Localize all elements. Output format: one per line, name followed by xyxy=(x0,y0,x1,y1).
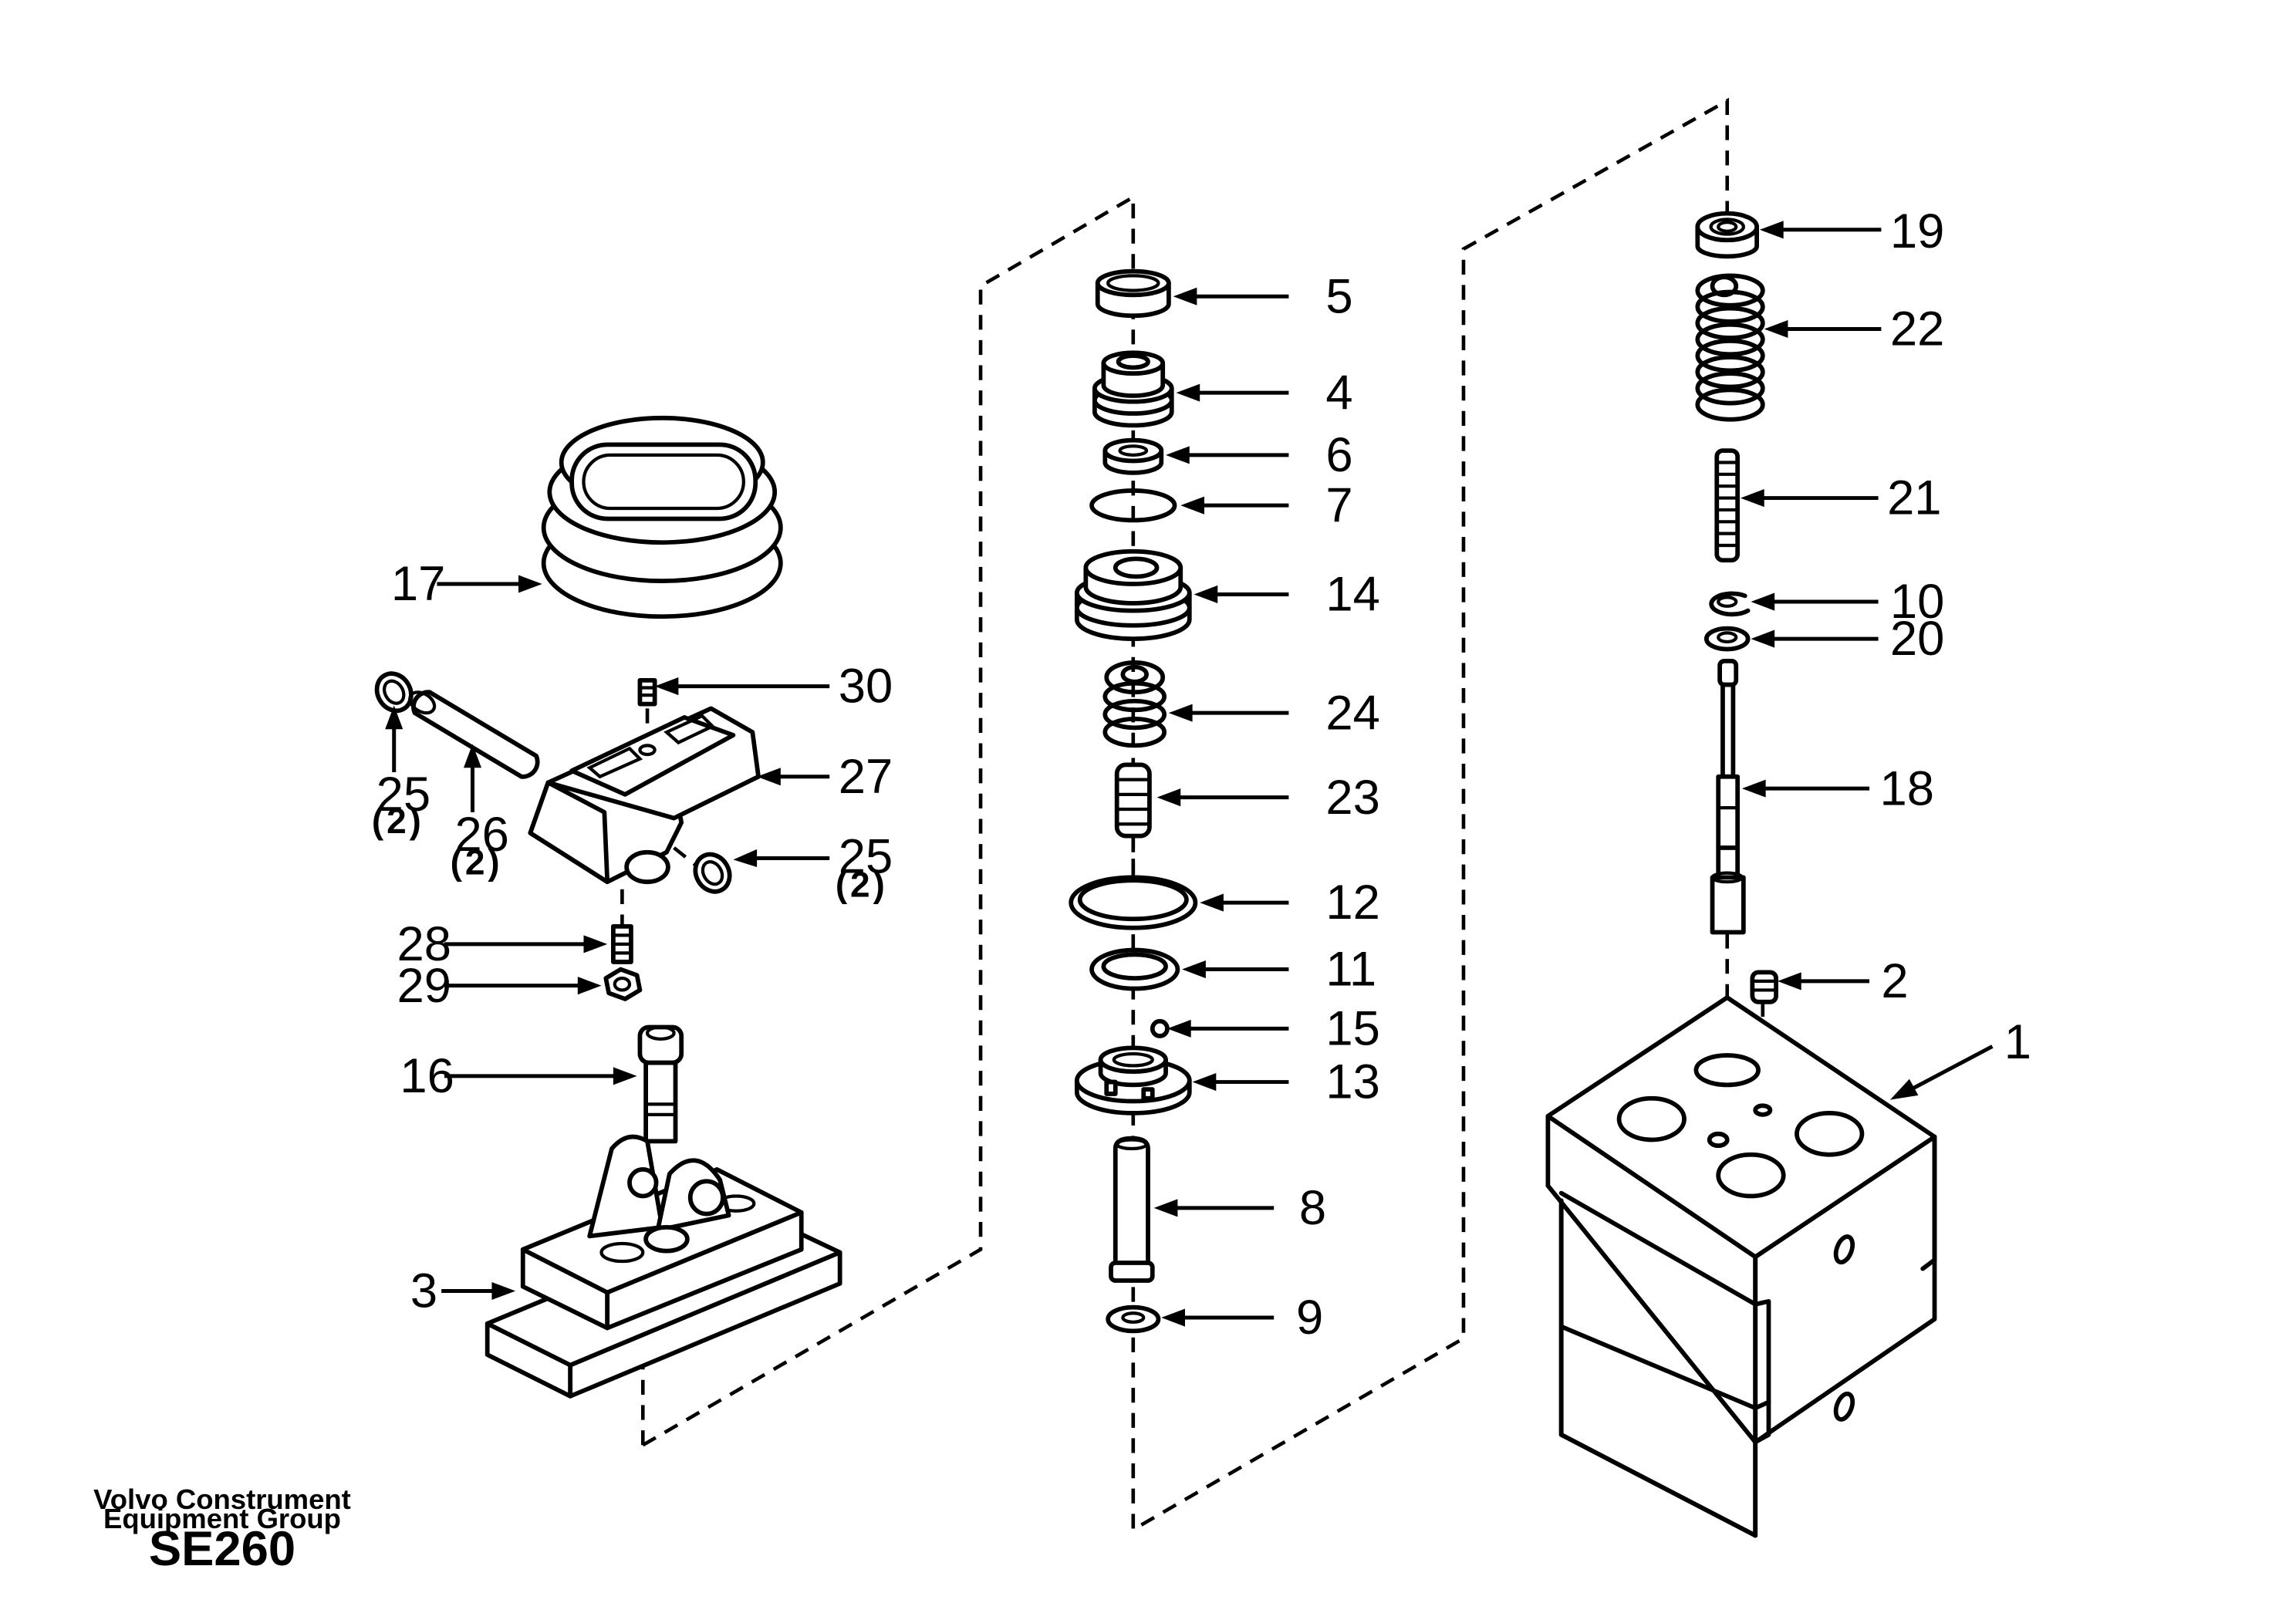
part-5-bushing[interactable] xyxy=(1095,268,1171,319)
callout-2: 2 xyxy=(1881,954,1908,1008)
part-10-snap-ring[interactable] xyxy=(1709,591,1751,617)
callout-15: 15 xyxy=(1325,1002,1379,1056)
part-17-rubber-boot[interactable] xyxy=(541,415,783,619)
part-8-piston[interactable] xyxy=(1109,1136,1155,1283)
part-11-washer[interactable] xyxy=(1089,947,1180,991)
part-1-valve-body[interactable] xyxy=(1545,995,1937,1538)
callout-21: 21 xyxy=(1887,471,1941,525)
part-13-plate[interactable] xyxy=(1074,1045,1192,1115)
part-4-plug[interactable] xyxy=(1092,350,1174,428)
part-25-bushing-right[interactable] xyxy=(689,848,737,897)
callout-14: 14 xyxy=(1325,568,1379,622)
part-29-set-screw[interactable] xyxy=(611,923,633,964)
callout-25-left: 25 xyxy=(376,768,430,822)
part-24-spring[interactable] xyxy=(1102,660,1167,748)
callout-4: 4 xyxy=(1325,366,1352,420)
callout-9: 9 xyxy=(1296,1291,1323,1345)
callout-8: 8 xyxy=(1299,1181,1326,1235)
callout-26-qty: (2) xyxy=(451,842,503,883)
leader-lines xyxy=(385,221,1994,1327)
part-15-ball[interactable] xyxy=(1150,1018,1170,1038)
callout-20: 20 xyxy=(1890,612,1944,666)
callout-1: 1 xyxy=(2004,1015,2031,1069)
part-25-bushing-left[interactable] xyxy=(370,667,418,717)
callout-25-right: 25 xyxy=(839,830,893,884)
callout-18: 18 xyxy=(1879,761,1933,815)
callout-17: 17 xyxy=(391,557,445,611)
callout-10: 10 xyxy=(1890,575,1944,629)
part-7-o-ring[interactable] xyxy=(1089,488,1177,523)
callout-6: 6 xyxy=(1325,428,1352,482)
callout-7: 7 xyxy=(1325,478,1352,532)
callout-27: 27 xyxy=(839,750,893,804)
part-23-spring[interactable] xyxy=(1114,762,1152,839)
callout-13: 13 xyxy=(1325,1055,1379,1109)
part-20-washer[interactable] xyxy=(1703,626,1751,652)
callout-24: 24 xyxy=(1325,686,1379,740)
callout-30: 29 xyxy=(397,959,451,1013)
part-30-nut[interactable] xyxy=(603,967,643,1001)
callout-labels: 17 25 (2) 26 (2) 30 27 25 (2) 28 29 16 3… xyxy=(372,204,2031,1345)
diagram-code: SE260 xyxy=(149,1522,295,1576)
part-9-washer[interactable] xyxy=(1106,1304,1161,1334)
part-22-spring[interactable] xyxy=(1695,273,1765,422)
callout-23: 23 xyxy=(1325,771,1379,825)
publisher-line-2: Equipment Group xyxy=(103,1503,341,1534)
publisher-line-1: Volvo Construment xyxy=(93,1483,351,1515)
part-16-bolt[interactable] xyxy=(637,1024,684,1144)
part-2-plug[interactable] xyxy=(1750,970,1778,1004)
callout-29: 28 xyxy=(397,917,451,971)
callout-16: 16 xyxy=(400,1049,454,1103)
callout-25-left-qty: (2) xyxy=(372,801,424,841)
callout-26: 26 xyxy=(454,808,508,862)
part-12-ring[interactable] xyxy=(1069,875,1198,930)
callout-22: 22 xyxy=(1890,302,1944,356)
callout-3: 3 xyxy=(410,1264,437,1318)
callout-25-right-qty: (2) xyxy=(836,864,888,904)
callout-5: 5 xyxy=(1325,269,1352,323)
part-26-pin[interactable] xyxy=(406,688,540,779)
part-19-spring-seat[interactable] xyxy=(1695,211,1759,259)
part-21-inner-spring[interactable] xyxy=(1714,448,1741,563)
part-6-seal[interactable] xyxy=(1102,437,1164,475)
part-18-push-rod[interactable] xyxy=(1710,659,1746,935)
part-14-plug[interactable] xyxy=(1074,548,1192,641)
callout-12: 12 xyxy=(1325,876,1379,930)
part-27-lever-bracket[interactable] xyxy=(528,706,761,885)
part-28-set-screw[interactable] xyxy=(637,678,657,707)
callout-19: 19 xyxy=(1890,204,1944,258)
footer-block: Volvo Construment Equipment Group SE260 xyxy=(93,1483,351,1576)
part-3-base-joint[interactable] xyxy=(485,1134,842,1399)
callout-28: 30 xyxy=(839,660,893,714)
callout-11: 11 xyxy=(1325,943,1376,997)
